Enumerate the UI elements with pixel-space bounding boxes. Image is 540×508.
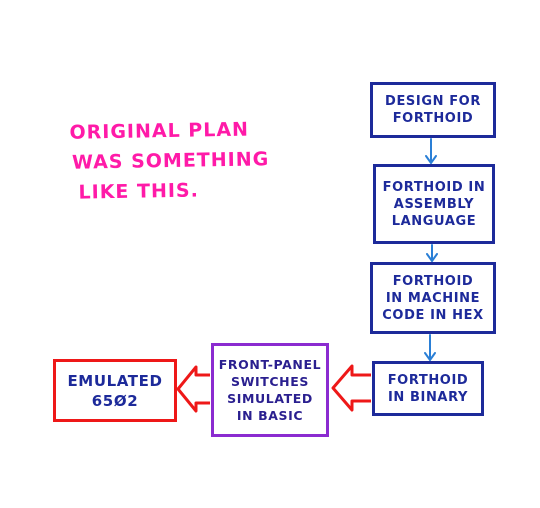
arrow-binary-to-frontpanel: [331, 364, 371, 412]
box-line: IN BINARY: [387, 389, 469, 405]
box-front-panel-switches: FRONT-PANEL SWITCHES SIMULATED IN BASIC: [211, 343, 329, 437]
arrow-design-to-assembly: [425, 138, 437, 165]
box-line: FORTHOID: [387, 372, 469, 388]
box-design-for-forthoid: DESIGN FOR FORTHOID: [370, 82, 496, 138]
box-forthoid-assembly: FORTHOID IN ASSEMBLY LANGUAGE: [373, 164, 495, 244]
box-line: IN BASIC: [236, 408, 304, 423]
box-forthoid-binary: FORTHOID IN BINARY: [372, 361, 484, 416]
box-line: ASSEMBLY: [393, 196, 475, 212]
box-line: LANGUAGE: [391, 213, 477, 229]
box-line: FORTHOID: [392, 273, 474, 289]
box-forthoid-machine-code: FORTHOID IN MACHINE CODE IN HEX: [370, 262, 496, 334]
box-line: FORTHOID: [392, 111, 474, 126]
box-line: FRONT-PANEL: [218, 357, 322, 372]
arrow-machine-to-binary: [424, 334, 436, 362]
box-line: 65Ø2: [91, 391, 139, 410]
arrow-assembly-to-machine: [426, 244, 438, 263]
box-line: FORTHOID IN: [382, 179, 486, 195]
box-line: IN MACHINE: [385, 290, 481, 306]
box-line: CODE IN HEX: [382, 307, 484, 323]
arrow-frontpanel-to-emulated: [176, 365, 210, 413]
box-line: EMULATED: [67, 371, 163, 390]
box-line: DESIGN FOR: [385, 94, 481, 109]
box-line: SIMULATED: [227, 391, 313, 406]
box-emulated-6502: EMULATED 65Ø2: [53, 359, 177, 422]
box-line: SWITCHES: [231, 374, 309, 389]
